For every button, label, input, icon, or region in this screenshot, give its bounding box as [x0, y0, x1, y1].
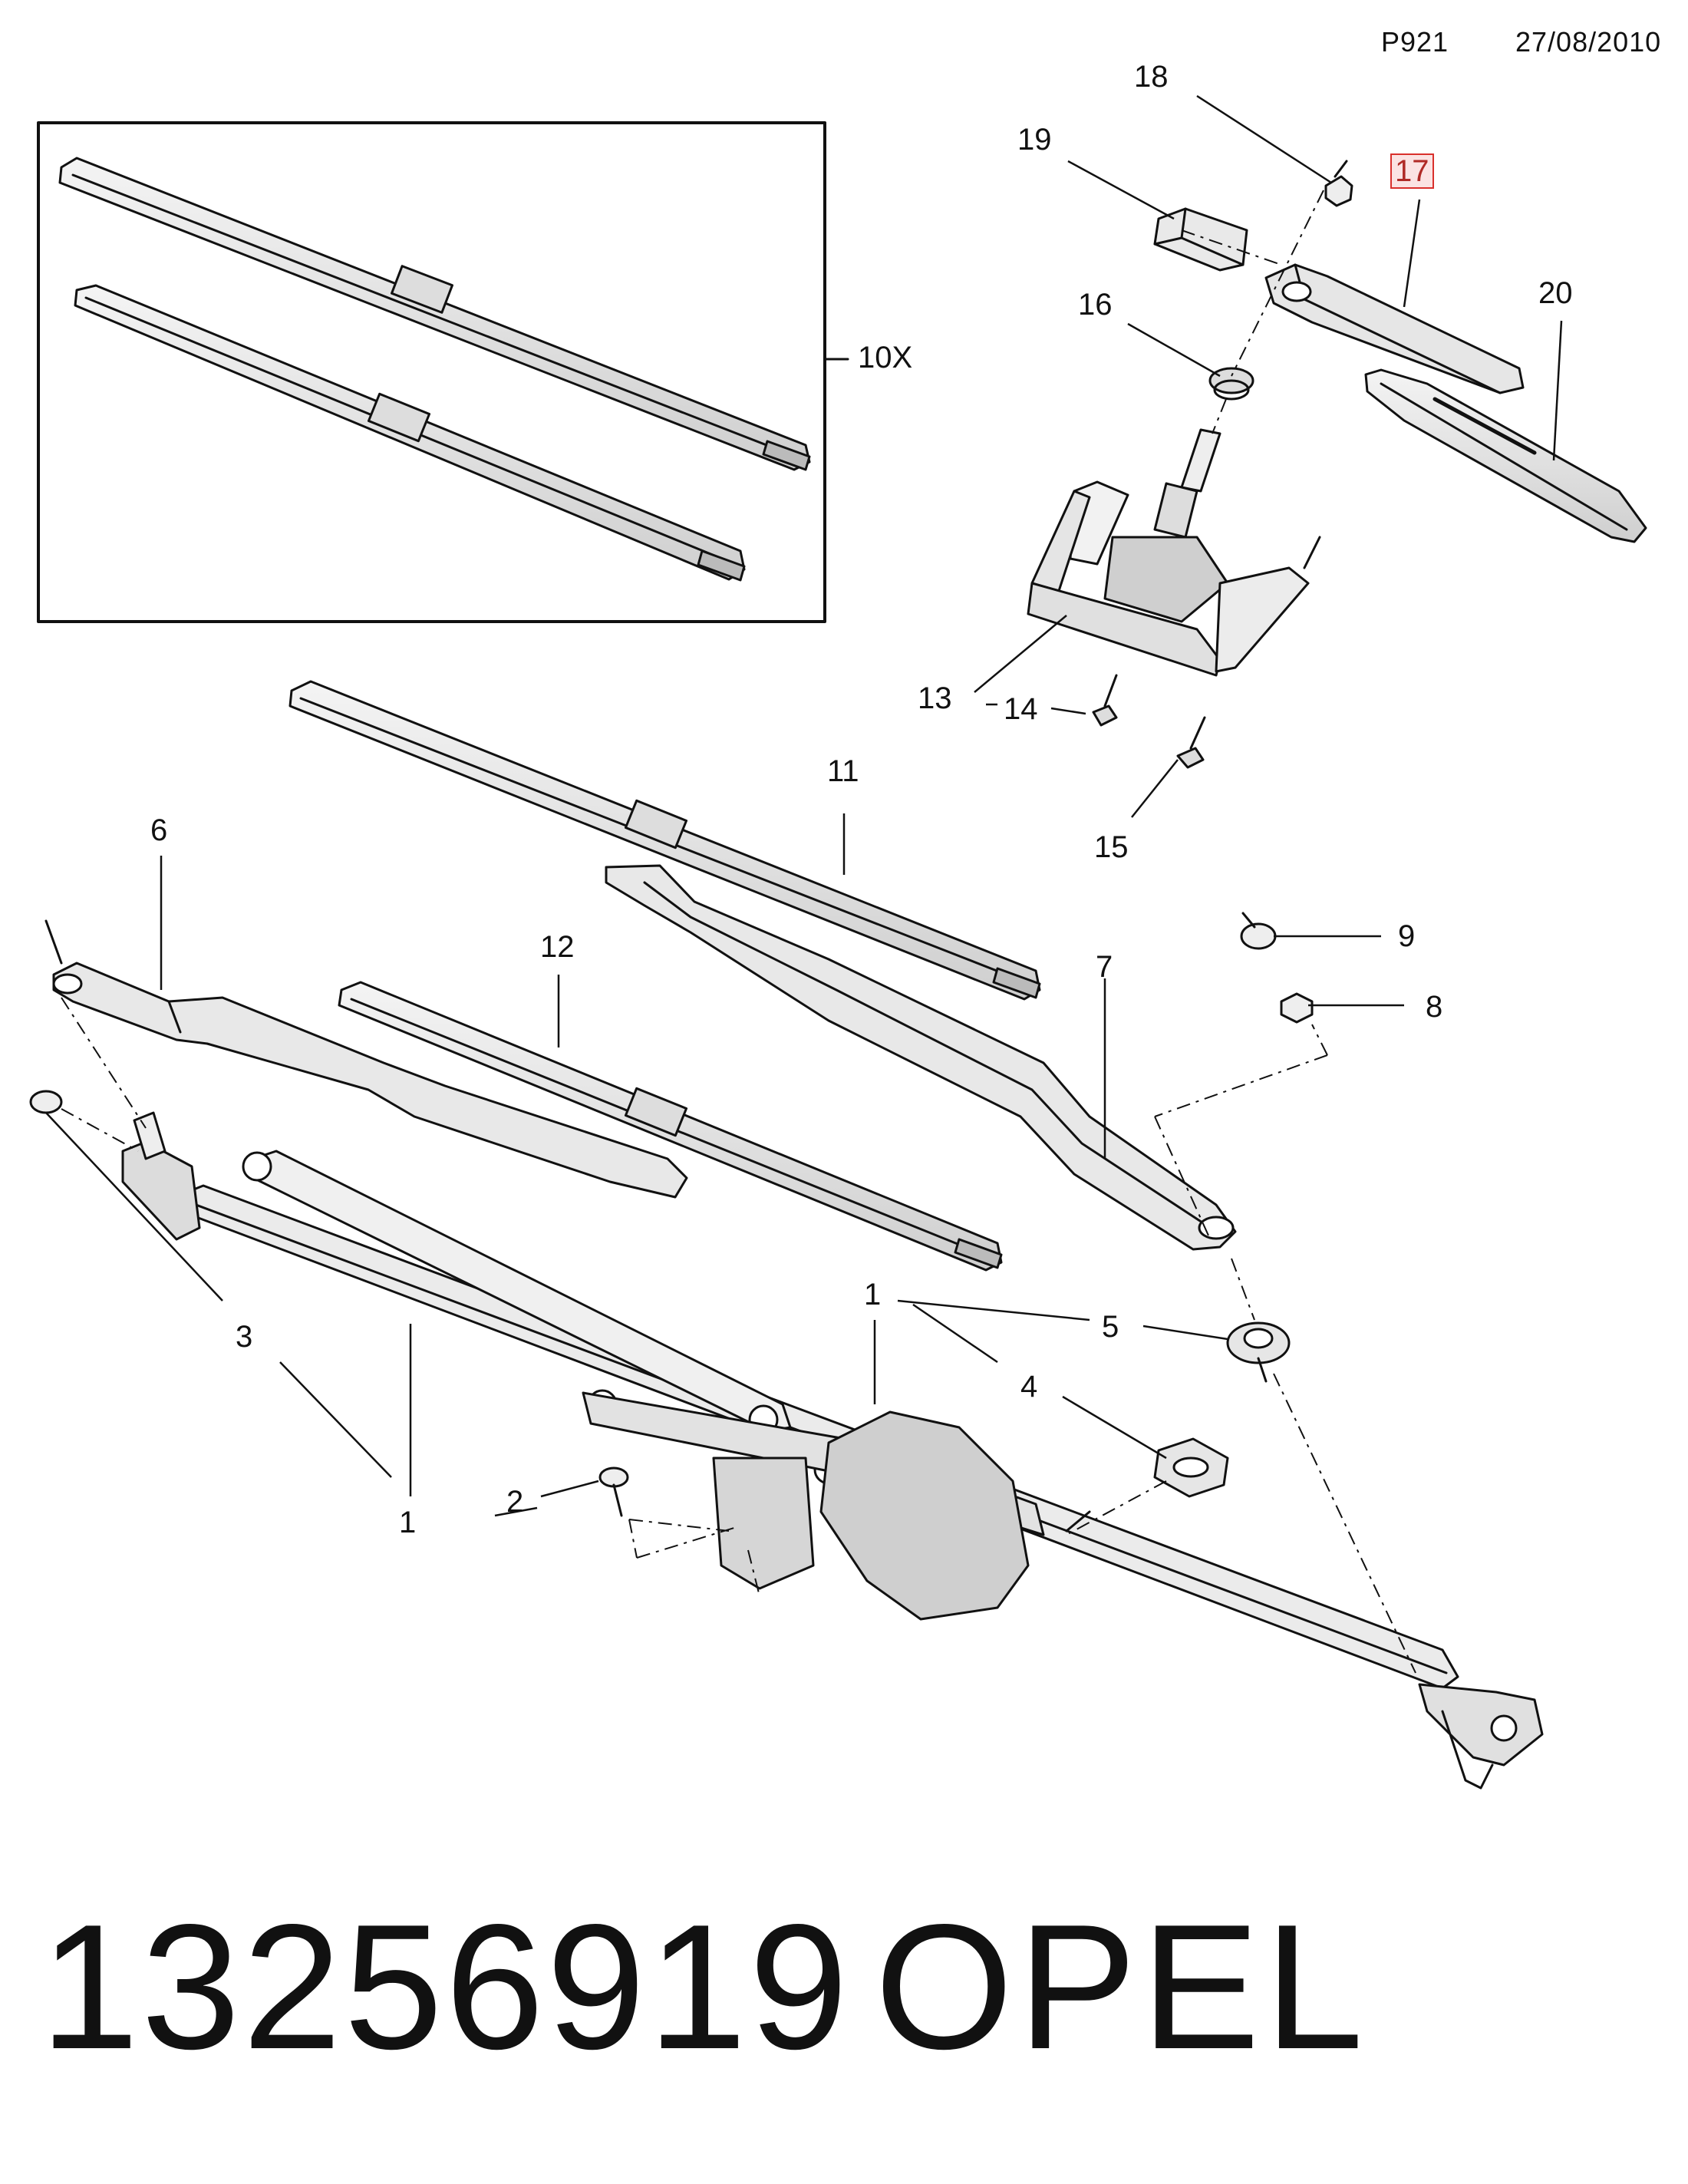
callout-19: 19 — [1017, 123, 1052, 157]
kit-box-10x — [37, 121, 826, 623]
cap-9 — [1240, 912, 1277, 950]
wiper-linkage-1 — [121, 1111, 1544, 1790]
callout-14: 14 — [1004, 692, 1038, 726]
brand-name: OPEL — [875, 1888, 1368, 2087]
callout-1-bottom: 1 — [399, 1506, 417, 1539]
kit-blade-a — [58, 157, 811, 471]
cap-3 — [29, 1090, 63, 1114]
assembly-axes — [61, 190, 1416, 1674]
rear-motor-13 — [1027, 428, 1321, 677]
grommet-5 — [1226, 1321, 1291, 1383]
front-blade-11 — [288, 680, 1041, 1001]
sheet-code: P921 — [1381, 26, 1449, 58]
rear-arm-17 — [1264, 263, 1525, 394]
rear-nut-18 — [1324, 160, 1353, 207]
callout-4: 4 — [1020, 1370, 1038, 1404]
front-arm-7 — [605, 864, 1237, 1251]
callout-11: 11 — [827, 754, 859, 788]
front-blade-12 — [338, 981, 1003, 1272]
rear-blade-20 — [1364, 368, 1647, 543]
sheet-date: 27/08/2010 — [1515, 26, 1662, 58]
screw-15 — [1176, 716, 1206, 769]
callout-1-top: 1 — [864, 1278, 882, 1311]
callout-5: 5 — [1102, 1310, 1119, 1344]
callout-13: 13 — [918, 681, 952, 715]
nut-8 — [1280, 992, 1314, 1024]
kit-blade-b — [74, 284, 746, 582]
callout-8: 8 — [1426, 990, 1443, 1024]
grommet-4 — [1153, 1437, 1229, 1498]
callout-7: 7 — [1096, 950, 1113, 984]
screw-2 — [598, 1466, 629, 1517]
callout-12: 12 — [540, 930, 575, 964]
callout-15: 15 — [1094, 830, 1129, 864]
callout-10x: 10X — [858, 341, 913, 374]
leader-lines — [45, 94, 1563, 1517]
screw-14 — [1092, 674, 1118, 727]
grommet-16 — [1208, 367, 1254, 401]
front-arm-6 — [45, 919, 688, 1199]
callout-3: 3 — [236, 1320, 253, 1354]
callout-16: 16 — [1078, 288, 1113, 322]
callout-9: 9 — [1398, 919, 1416, 953]
part-number: 13256919 — [40, 1888, 851, 2087]
callout-17: 17 — [1390, 153, 1434, 189]
callout-6: 6 — [150, 813, 168, 847]
callout-20: 20 — [1538, 276, 1573, 310]
rear-cap-19 — [1153, 207, 1248, 272]
callout-18: 18 — [1134, 60, 1169, 94]
callout-2: 2 — [506, 1485, 524, 1519]
